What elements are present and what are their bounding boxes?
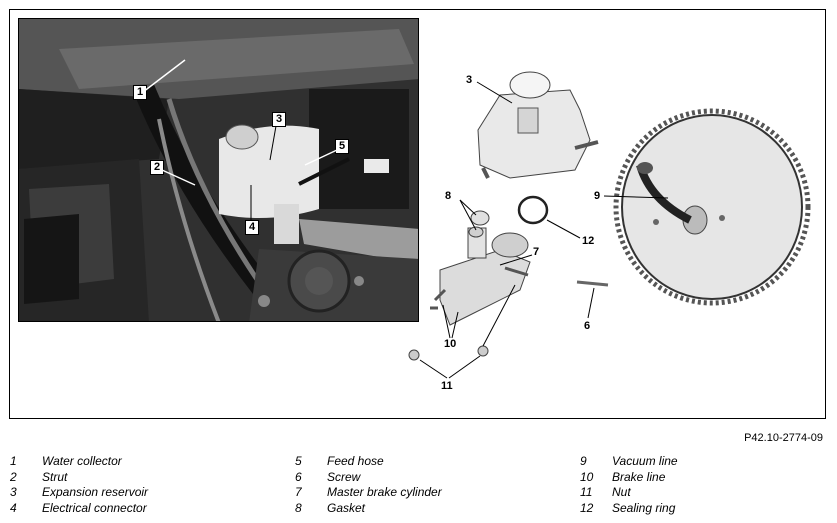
- nut-left-drawing: [408, 349, 420, 361]
- reference-code: P42.10-2774-09: [744, 432, 823, 444]
- photo-callout-2: 2: [150, 160, 165, 175]
- diagram-callout-12: 12: [582, 235, 595, 247]
- diagram-callout-11: 11: [441, 380, 453, 392]
- engine-bay-photo: [18, 18, 419, 322]
- diagram-callout-6: 6: [584, 320, 591, 332]
- expansion-reservoir-drawing: [477, 71, 599, 179]
- nut-right-drawing: [477, 345, 489, 357]
- photo-callout-5: 5: [335, 139, 350, 154]
- screw-drawing: [576, 280, 609, 287]
- diagram-callout-9: 9: [594, 190, 601, 202]
- diagram-callout-10: 10: [444, 338, 457, 350]
- diagram-callout-7: 7: [533, 246, 540, 258]
- photo-callout-3: 3: [272, 112, 287, 127]
- master-brake-cylinder-drawing: [430, 210, 531, 326]
- photo-callout-4: 4: [245, 220, 260, 235]
- engine-bay-drawing: [19, 19, 418, 321]
- brake-booster-drawing: [613, 108, 811, 306]
- diagram-callout-8: 8: [445, 190, 452, 202]
- sealing-ring-drawing: [517, 195, 549, 225]
- diagram-callout-3: 3: [466, 74, 473, 86]
